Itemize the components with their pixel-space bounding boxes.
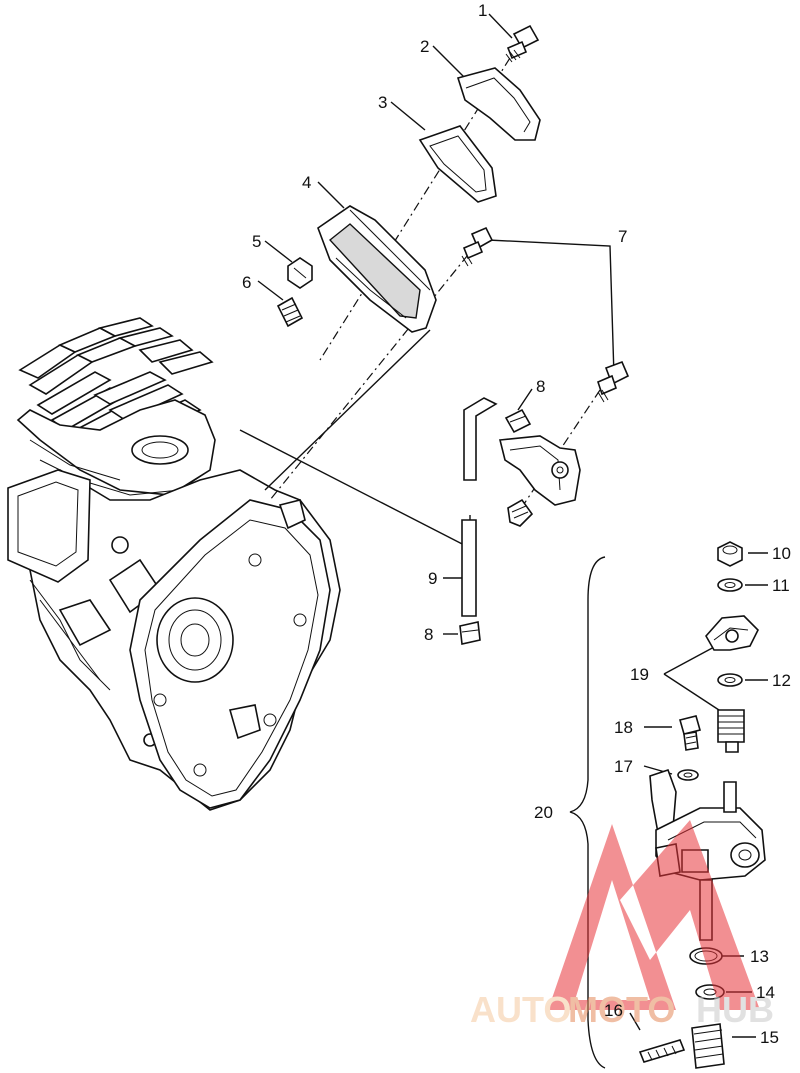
callout-9: 9 (428, 569, 437, 588)
callout-5: 5 (252, 232, 261, 251)
callout-6: 6 (242, 273, 251, 292)
callout-18: 18 (614, 718, 633, 737)
lever-part-19 (705, 615, 759, 651)
callout-2: 2 (420, 37, 429, 56)
callout-13: 13 (750, 947, 769, 966)
callout-8-upper: 8 (536, 377, 545, 396)
callout-12: 12 (772, 671, 791, 690)
gasket-part-3 (418, 125, 497, 203)
callout-19: 19 (630, 665, 649, 684)
clamp-part-8-upper (504, 408, 532, 434)
watermark-triangle-logo (548, 820, 760, 1010)
callout-8-lower: 8 (424, 625, 433, 644)
callout-14: 14 (756, 983, 775, 1002)
nut-part-10 (717, 541, 743, 567)
bolt-part-1 (505, 24, 540, 63)
callout-17: 17 (614, 757, 633, 776)
callout-1: 1 (478, 1, 487, 20)
cover-plate-part-2 (456, 67, 541, 141)
gear-part-15 (691, 1023, 725, 1069)
callout-10: 10 (772, 544, 791, 563)
callout-20: 20 (534, 803, 553, 822)
callout-11: 11 (772, 576, 790, 595)
insert-part-6 (276, 296, 304, 328)
washer-part-12 (717, 673, 743, 687)
watermark-moto: MOTO (568, 989, 675, 1030)
engine-crankcase (7, 317, 341, 811)
callout-numbers: 1 2 3 4 5 6 7 8 9 8 10 11 19 12 18 17 20… (242, 1, 791, 1047)
watermark-hub: HUB (696, 989, 774, 1030)
hose-part-9 (461, 397, 498, 617)
clamp-part-8-lower (459, 621, 481, 645)
callout-15: 15 (760, 1028, 779, 1047)
gear-part-19 (717, 709, 745, 753)
callout-3: 3 (378, 93, 387, 112)
banjo-bolt-part-7-upper (461, 226, 494, 267)
washer-part-11 (717, 578, 743, 592)
callout-4: 4 (302, 173, 311, 192)
bolt-part-18 (679, 715, 701, 751)
callout-16: 16 (604, 1001, 623, 1020)
watermark-auto: AUTO (470, 989, 571, 1030)
callout-7: 7 (618, 227, 627, 246)
housing-part-4 (317, 205, 437, 333)
pin-part-16 (638, 1039, 686, 1063)
banjo-bolt-part-7-lower (597, 360, 630, 403)
automotohub-watermark: AUTO MOTO HUB (470, 820, 774, 1030)
washer-part-17 (677, 769, 699, 781)
cylinder-body (16, 399, 216, 496)
nut-part-5 (287, 257, 313, 289)
oil-pump-upper (498, 435, 581, 527)
